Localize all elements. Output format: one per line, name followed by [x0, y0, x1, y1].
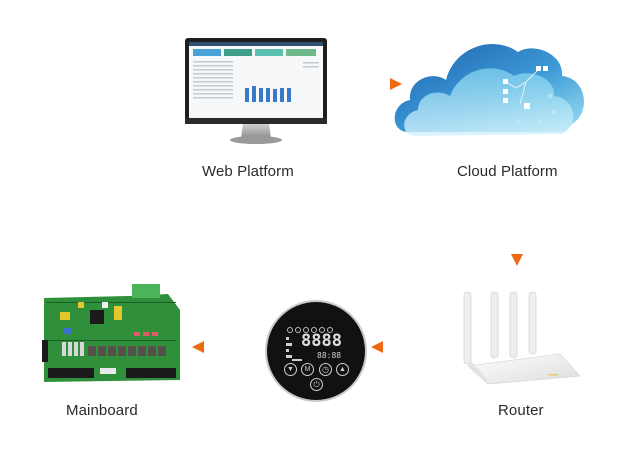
power-button[interactable]: ⏻ [310, 378, 323, 391]
mode-button[interactable]: M [301, 363, 314, 376]
cloud-icon [394, 44, 585, 136]
web-platform-node [183, 36, 329, 148]
lcd-main-digits: 8888 [301, 331, 342, 351]
controller-node: 8888 88:88 ▼ M ◷ ▲ ⏻ [264, 299, 368, 403]
arrow-left-icon [371, 341, 437, 353]
arrow-right-icon [334, 78, 402, 90]
down-button[interactable]: ▼ [284, 363, 297, 376]
mainboard-label: Mainboard [66, 402, 138, 419]
router-node [452, 286, 584, 386]
arrow-router-to-controller [371, 340, 437, 354]
web-platform-label: Web Platform [202, 163, 294, 180]
arrow-cloud-to-router [509, 200, 525, 268]
arrow-down-icon [511, 200, 523, 266]
cloud-platform-node [388, 24, 593, 154]
arrow-web-to-cloud [334, 77, 404, 91]
lcd-small-digits: 88:88 [317, 351, 342, 360]
mainboard-node [40, 280, 186, 390]
up-button[interactable]: ▲ [336, 363, 349, 376]
arrow-left-icon [192, 341, 258, 353]
cloud-platform-label: Cloud Platform [457, 163, 558, 180]
clock-button[interactable]: ◷ [319, 363, 332, 376]
monitor-icon [185, 38, 327, 144]
router-icon [463, 291, 581, 385]
arrow-controller-to-mainboard [192, 340, 258, 354]
router-label: Router [498, 402, 544, 419]
circuit-board-icon [42, 284, 180, 382]
